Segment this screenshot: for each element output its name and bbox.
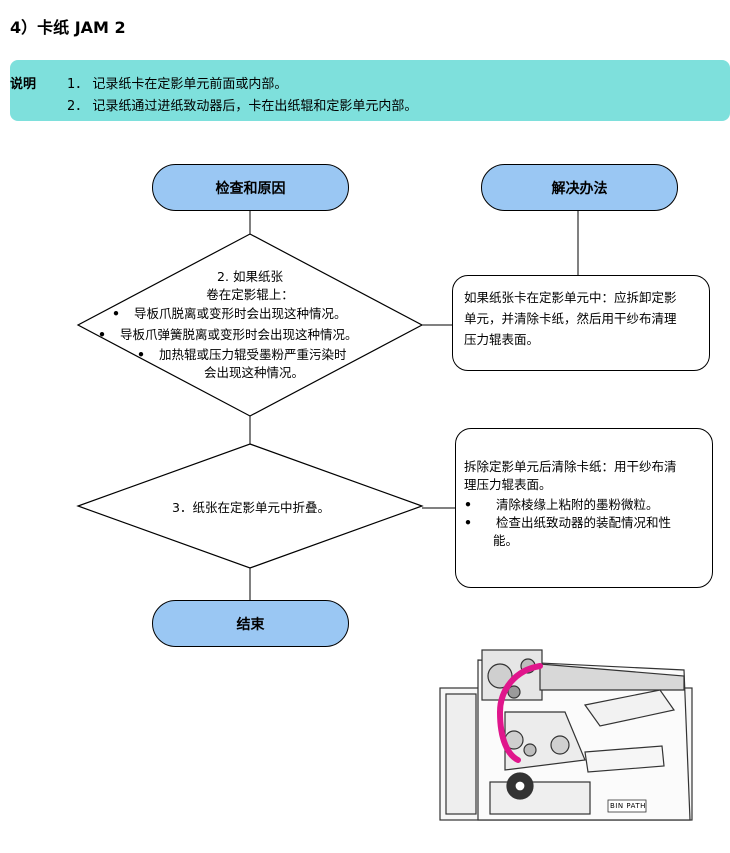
cause2-bullet-2: • 导板爪弹簧脱离或变形时会出现这种情况。 [98,324,358,343]
solution-1-text: 如果纸张卡在定影单元中：应拆卸定影 单元，并清除卡纸，然后用干纱布清理 压力辊表… [464,287,704,350]
bin-path-label: BIN PATH [610,802,646,810]
bullet-dot: • [464,497,472,512]
cause2-bullet-1: • 导板爪脱离或变形时会出现这种情况。 [112,303,347,322]
bullet-dot: • [112,306,120,321]
cause2-bullet-1-text: 导板爪脱离或变形时会出现这种情况。 [133,306,347,321]
note-label: 说明 [10,77,37,92]
decision-diamond-2 [76,443,424,569]
cause2-line1: 2. 如果纸张 [217,269,283,284]
solution-2-bullet-1: • 清除棱缘上粘附的墨粉微粒。 [464,496,708,514]
printer-illustration [439,649,693,821]
cause3-text: 3．纸张在定影单元中折叠。 [172,500,330,515]
solution-box-2 [455,428,713,588]
solution-1-line: 如果纸张卡在定影单元中：应拆卸定影 [464,290,677,305]
solution-2-line: 理压力辊表面。 [464,477,552,492]
check-header-pill: 检查和原因 [152,164,349,211]
decision-diamond-1 [76,233,424,417]
note-box [10,60,730,121]
cause2-line2: 卷在定影辊上： [206,287,294,302]
cause2-bullet-3: • 加热辊或压力辊受墨粉严重污染时 [137,344,347,363]
solution-header-pill: 解决办法 [481,164,678,211]
cause2-bullet-3-cont: 会出现这种情况。 [204,365,305,380]
solution-2-line: 拆除定影单元后清除卡纸：用干纱布清 [464,459,677,474]
solution-2-bullet-1-text: 清除棱缘上粘附的墨粉微粒。 [495,497,659,512]
cause2-bullet-2-text: 导板爪弹簧脱离或变形时会出现这种情况。 [119,327,358,342]
solution-1-line: 单元，并清除卡纸，然后用干纱布清理 [464,311,677,326]
solution-2-bullet-2-cont: 能。 [493,533,519,548]
note-line-2: 2． 记录纸通过进纸致动器后，卡在出纸辊和定影单元内部。 [67,99,418,114]
bullet-dot: • [137,347,145,362]
note-line-1: 1． 记录纸卡在定影单元前面或内部。 [67,77,288,92]
paper-path-highlight [496,663,543,763]
cause2-bullet-3-text: 加热辊或压力辊受墨粉严重污染时 [158,347,347,362]
solution-2-bullet-2: • 检查出纸致动器的装配情况和性 [464,514,708,532]
solution-box-1 [452,275,710,371]
bullet-dot: • [98,327,106,342]
solution-1-line: 压力辊表面。 [464,332,540,347]
end-pill: 结束 [152,600,349,647]
solution-2-text: 拆除定影单元后清除卡纸：用干纱布清 理压力辊表面。 • 清除棱缘上粘附的墨粉微粒… [464,458,708,550]
section-title: 4）卡纸 JAM 2 [10,18,126,37]
solution-2-bullet-2-text: 检查出纸致动器的装配情况和性 [495,515,671,530]
bullet-dot: • [464,515,472,530]
